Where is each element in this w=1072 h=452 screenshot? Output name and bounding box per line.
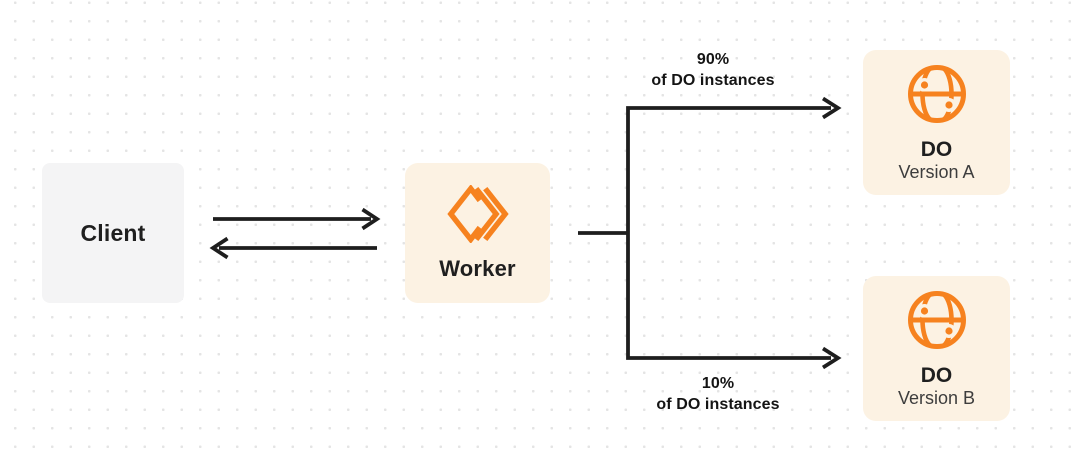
split-label-90: 90% of DO instances (613, 49, 813, 91)
split-label-10: 10% of DO instances (618, 373, 818, 415)
arrowhead-top-branch-icon (821, 96, 842, 120)
do-version-a-title: DO (920, 138, 953, 161)
do-version-b-subtitle: Version B (897, 388, 976, 408)
split-branch-lines (626, 106, 831, 360)
client-node: Client (42, 163, 184, 303)
worker-node: Worker (405, 163, 550, 303)
worker-node-label: Worker (439, 255, 516, 281)
do-version-b-node: DO Version B (863, 276, 1010, 421)
durable-object-globe-icon (905, 288, 969, 352)
split-caption-90: of DO instances (651, 72, 775, 89)
do-version-a-subtitle: Version A (898, 162, 975, 182)
do-version-a-node: DO Version A (863, 50, 1010, 195)
split-caption-10: of DO instances (656, 396, 780, 413)
client-node-label: Client (80, 219, 146, 246)
arrowhead-left-icon (209, 236, 229, 260)
durable-object-globe-icon (905, 62, 969, 126)
split-percent-90: 90% (696, 51, 730, 68)
arrowhead-bottom-branch-icon (821, 346, 842, 370)
split-percent-10: 10% (701, 375, 735, 392)
cloudflare-workers-icon (446, 184, 509, 243)
do-version-b-title: DO (920, 364, 953, 387)
arrowhead-right-icon (361, 207, 381, 231)
